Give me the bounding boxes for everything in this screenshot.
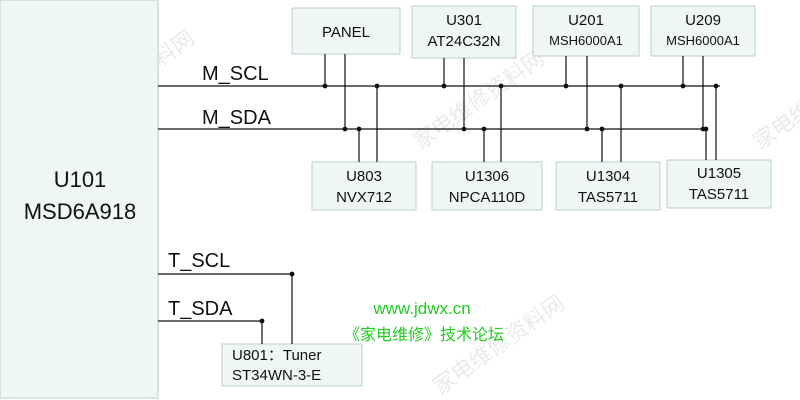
chip-part: TAS5711 bbox=[689, 186, 749, 203]
junction-dot bbox=[342, 126, 348, 132]
connection-wires bbox=[259, 54, 719, 344]
junction-dot bbox=[563, 83, 569, 89]
chip-part: MSH6000A1 bbox=[549, 33, 623, 48]
main-chip: U101 MSD6A918 bbox=[0, 0, 159, 399]
junction-dot bbox=[374, 83, 380, 89]
chip-ref: U1306 bbox=[465, 168, 509, 185]
chip-part: AT24C32N bbox=[427, 33, 500, 50]
chip-part: NVX712 bbox=[336, 189, 392, 206]
junction-dot bbox=[703, 126, 709, 132]
chip-u1304: U1304 TAS5711 bbox=[555, 161, 661, 211]
tuner-part: ST34WN-3-E bbox=[232, 367, 321, 384]
junction-dot bbox=[599, 126, 605, 132]
bus-label-t-sda: T_SDA bbox=[168, 298, 233, 320]
junction-dot bbox=[618, 83, 624, 89]
chip-part: TAS5711 bbox=[578, 189, 638, 206]
chip-part: PANEL bbox=[322, 24, 370, 41]
chip-ref: U1304 bbox=[586, 168, 630, 185]
bus-label-m-scl: M_SCL bbox=[202, 63, 269, 85]
main-chip-part: MSD6A918 bbox=[24, 199, 137, 224]
main-chip-ref: U101 bbox=[54, 167, 107, 192]
chip-part: NPCA110D bbox=[449, 189, 526, 206]
junction-dot bbox=[584, 126, 590, 132]
junction-dot bbox=[322, 83, 328, 89]
junction-dot bbox=[498, 83, 504, 89]
chip-u1305: U1305 TAS5711 bbox=[666, 159, 772, 209]
junction-dot bbox=[680, 83, 686, 89]
chip-u803: U803 NVX712 bbox=[311, 161, 417, 211]
chip-ref: U803 bbox=[346, 168, 382, 185]
junction-dot bbox=[259, 318, 265, 324]
junction-dot bbox=[441, 83, 447, 89]
chip-u1306: U1306 NPCA110D bbox=[431, 161, 543, 211]
chip-u301: U301 AT24C32N bbox=[411, 5, 517, 59]
junction-dot bbox=[481, 126, 487, 132]
junction-dot bbox=[713, 83, 719, 89]
bus-label-t-scl: T_SCL bbox=[168, 250, 230, 272]
faint-watermark: 家电维修资料网 bbox=[409, 45, 550, 154]
chip-ref: U201 bbox=[568, 12, 604, 29]
bus-label-m-sda: M_SDA bbox=[202, 107, 272, 129]
main-chip-body bbox=[0, 0, 159, 399]
junction-dot bbox=[461, 126, 467, 132]
chip-u209: U209 MSH6000A1 bbox=[650, 5, 756, 57]
chip-ref: U301 bbox=[446, 12, 482, 29]
chip-panel: PANEL bbox=[291, 7, 401, 55]
faint-watermark: 家电维修资料网 bbox=[749, 45, 800, 154]
site-watermark: www.jdwx.cn bbox=[372, 299, 470, 318]
tuner-label: U801：Tuner bbox=[232, 347, 322, 364]
forum-watermark: 《家电维修》技术论坛 bbox=[344, 326, 504, 344]
junction-dot bbox=[289, 271, 295, 277]
chip-tuner: U801：Tuner ST34WN-3-E bbox=[221, 343, 363, 387]
chip-part: MSH6000A1 bbox=[666, 33, 740, 48]
chip-ref: U1305 bbox=[697, 165, 741, 182]
chip-u201: U201 MSH6000A1 bbox=[532, 5, 640, 57]
junction-dot bbox=[356, 126, 362, 132]
chip-ref: U209 bbox=[685, 12, 721, 29]
